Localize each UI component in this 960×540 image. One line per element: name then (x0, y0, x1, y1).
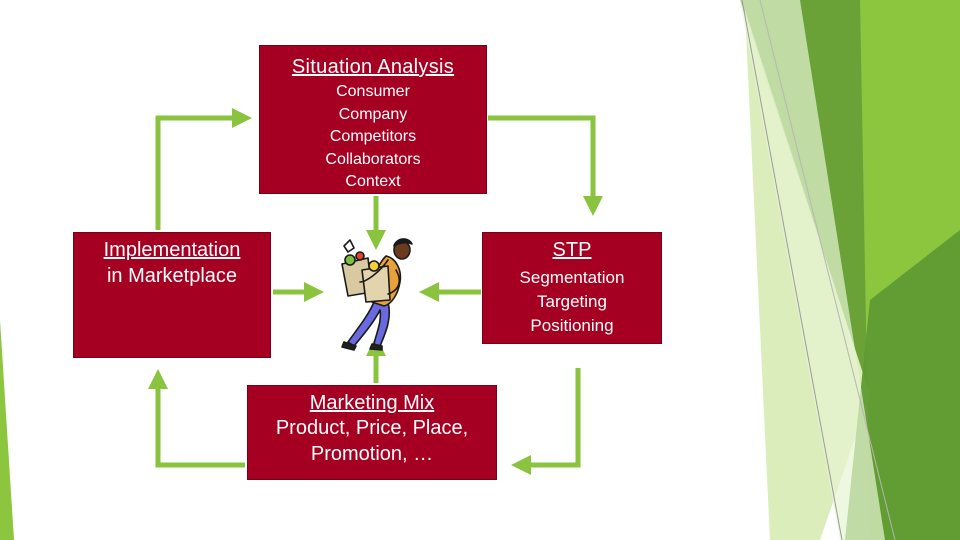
stp-item-targeting: Targeting (537, 292, 607, 311)
arrow-impl-to-situation (155, 108, 252, 230)
produce-2 (355, 251, 365, 261)
situation-analysis-box: Situation Analysis Consumer Company Comp… (259, 45, 487, 194)
deco-shape-pale (740, 0, 885, 540)
situation-item-context: Context (345, 173, 401, 190)
situation-analysis-title: Situation Analysis (291, 56, 455, 78)
stp-item-positioning: Positioning (530, 316, 614, 335)
marketing-mix-line-2: Promotion, … (310, 443, 434, 465)
marketing-mix-box: Marketing Mix Product, Price, Place, Pro… (247, 385, 497, 480)
marketing-mix-title: Marketing Mix (309, 392, 435, 414)
shopper-arm-2 (359, 259, 389, 283)
shopper-shoe-left (341, 341, 357, 351)
produce-4 (343, 239, 355, 253)
situation-item-consumer: Consumer (336, 83, 410, 100)
implementation-box: Implementation in Marketplace (73, 232, 271, 358)
shopper-hair (393, 238, 413, 247)
implementation-title: Implementation (103, 239, 241, 261)
situation-item-competitors: Competitors (329, 128, 417, 145)
deco-line-1 (741, 0, 843, 540)
shopper-legs (347, 301, 391, 347)
produce-3 (368, 260, 380, 272)
arrow-situation-to-stp (488, 115, 603, 216)
deco-shape-mid (845, 230, 960, 540)
produce-1 (344, 254, 356, 266)
stp-item-segmentation: Segmentation (519, 268, 625, 287)
shopper-arm (387, 269, 401, 295)
situation-item-company: Company (338, 105, 408, 123)
shopper-shoe-right (369, 343, 383, 351)
implementation-subtitle: in Marketplace (106, 265, 238, 287)
arrow-stp-to-mix (511, 368, 581, 475)
situation-item-collaborators: Collaborators (325, 150, 421, 168)
stp-title: STP (552, 239, 592, 261)
stp-box: STP Segmentation Targeting Positioning (482, 232, 662, 344)
shopper-clipart (341, 238, 413, 351)
deco-line-2 (759, 0, 896, 540)
marketing-mix-line-1: Product, Price, Place, (275, 417, 469, 439)
arrow-mix-to-impl (148, 369, 245, 468)
deco-shape-left (0, 320, 14, 540)
